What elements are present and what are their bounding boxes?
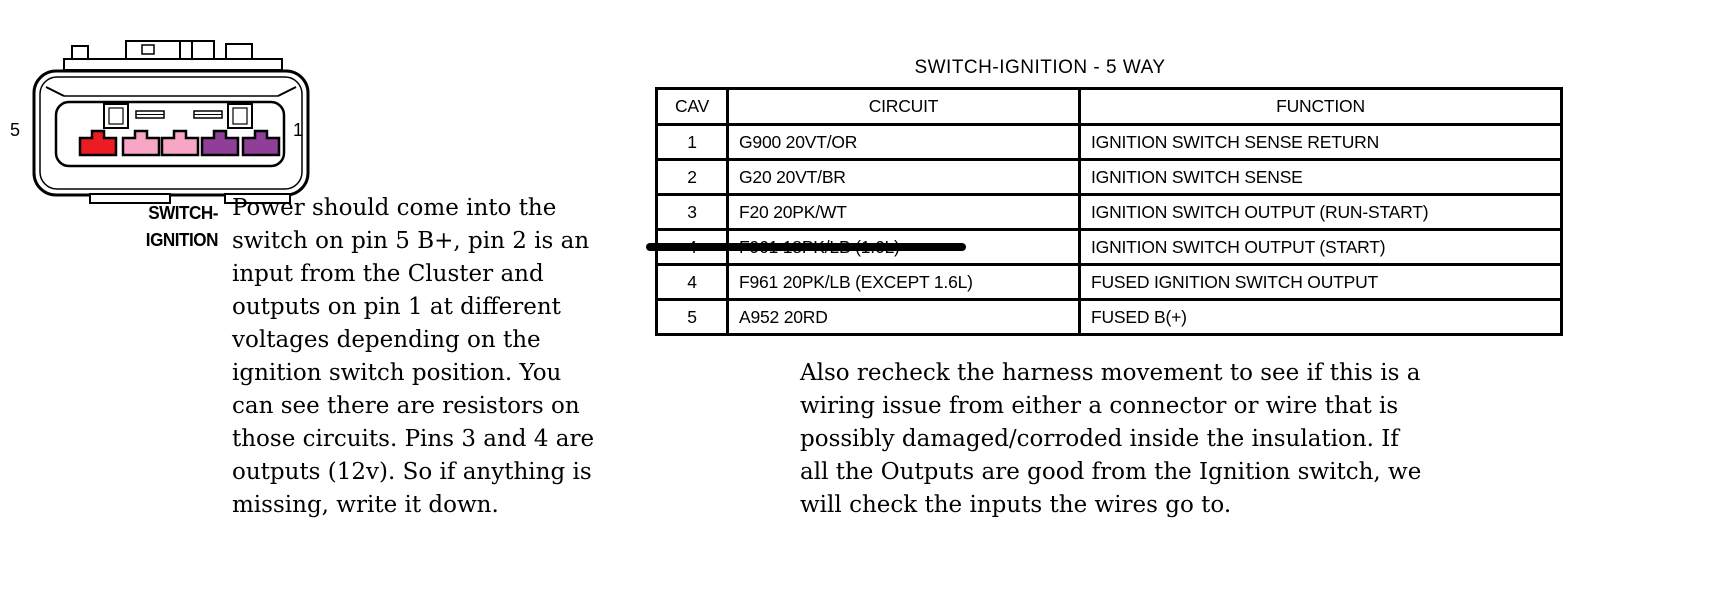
connector-bottom-tab-left bbox=[89, 193, 171, 204]
table-row: 3 F20 20PK/WT IGNITION SWITCH OUTPUT (RU… bbox=[655, 193, 1563, 231]
cell-function: IGNITION SWITCH OUTPUT (RUN-START) bbox=[1078, 193, 1563, 231]
left-note-paragraph: Power should come into the switch on pin… bbox=[232, 195, 595, 518]
header-function: FUNCTION bbox=[1078, 87, 1563, 126]
cell-circuit: G900 20VT/OR bbox=[726, 123, 1081, 161]
cell-cav: 4 bbox=[655, 228, 729, 266]
cell-function: IGNITION SWITCH SENSE bbox=[1078, 158, 1563, 196]
cell-cav: 3 bbox=[655, 193, 729, 231]
connector-face-diagram bbox=[32, 40, 310, 204]
header-circuit: CIRCUIT bbox=[726, 87, 1081, 126]
connector-pin-3 bbox=[160, 129, 200, 157]
connector-caption: SWITCH- IGNITION bbox=[114, 200, 219, 254]
cell-function: IGNITION SWITCH OUTPUT (START) bbox=[1078, 228, 1563, 266]
pinout-table: CAV CIRCUIT FUNCTION 1 G900 20VT/OR IGNI… bbox=[655, 87, 1563, 336]
connector-clip-right-inner bbox=[232, 107, 248, 125]
cell-cav: 4 bbox=[655, 263, 729, 301]
cell-function: IGNITION SWITCH SENSE RETURN bbox=[1078, 123, 1563, 161]
cell-function: FUSED IGNITION SWITCH OUTPUT bbox=[1078, 263, 1563, 301]
table-row: 5 A952 20RD FUSED B(+) bbox=[655, 298, 1563, 336]
connector-top-tab-right bbox=[225, 43, 253, 61]
table-row: 4 F961 18PK/LB (1.6L) IGNITION SWITCH OU… bbox=[655, 228, 1563, 266]
cell-circuit: G20 20VT/BR bbox=[726, 158, 1081, 196]
cell-circuit: F961 20PK/LB (EXCEPT 1.6L) bbox=[726, 263, 1081, 301]
connector-pin-1 bbox=[241, 129, 281, 157]
cell-circuit: A952 20RD bbox=[726, 298, 1081, 336]
cell-cav: 1 bbox=[655, 123, 729, 161]
bottom-note-paragraph: Also recheck the harness movement to see… bbox=[800, 360, 1422, 518]
connector-caption-line1: SWITCH- bbox=[148, 203, 218, 223]
pinout-table-title: SWITCH-IGNITION - 5 WAY bbox=[914, 57, 1166, 78]
cell-function: FUSED B(+) bbox=[1078, 298, 1563, 336]
pin-number-label-5: 5 bbox=[10, 120, 21, 140]
cell-cav: 5 bbox=[655, 298, 729, 336]
connector-notch-right bbox=[277, 86, 297, 97]
table-row: 4 F961 20PK/LB (EXCEPT 1.6L) FUSED IGNIT… bbox=[655, 263, 1563, 301]
connector-latch-outer bbox=[125, 40, 215, 61]
connector-latch-slot bbox=[141, 44, 155, 55]
connector-pin-5 bbox=[78, 129, 118, 157]
connector-pin-2 bbox=[200, 129, 240, 157]
cell-cav: 2 bbox=[655, 158, 729, 196]
connector-clip-left-inner bbox=[108, 107, 124, 125]
pin-number-label-1: 1 bbox=[293, 120, 304, 140]
connector-collar-bar bbox=[63, 58, 283, 71]
table-row: 1 G900 20VT/OR IGNITION SWITCH SENSE RET… bbox=[655, 123, 1563, 161]
cell-circuit: F20 20PK/WT bbox=[726, 193, 1081, 231]
connector-top-tab-left bbox=[71, 45, 89, 61]
table-row: 2 G20 20VT/BR IGNITION SWITCH SENSE bbox=[655, 158, 1563, 196]
header-cav: CAV bbox=[655, 87, 729, 126]
pinout-table-body: 1 G900 20VT/OR IGNITION SWITCH SENSE RET… bbox=[655, 123, 1563, 336]
table-header-row: CAV CIRCUIT FUNCTION bbox=[655, 87, 1563, 126]
connector-bottom-tab-right bbox=[224, 193, 291, 204]
connector-pin-4 bbox=[121, 129, 161, 157]
connector-notch-left bbox=[45, 86, 65, 97]
connector-caption-line2: IGNITION bbox=[145, 230, 219, 250]
